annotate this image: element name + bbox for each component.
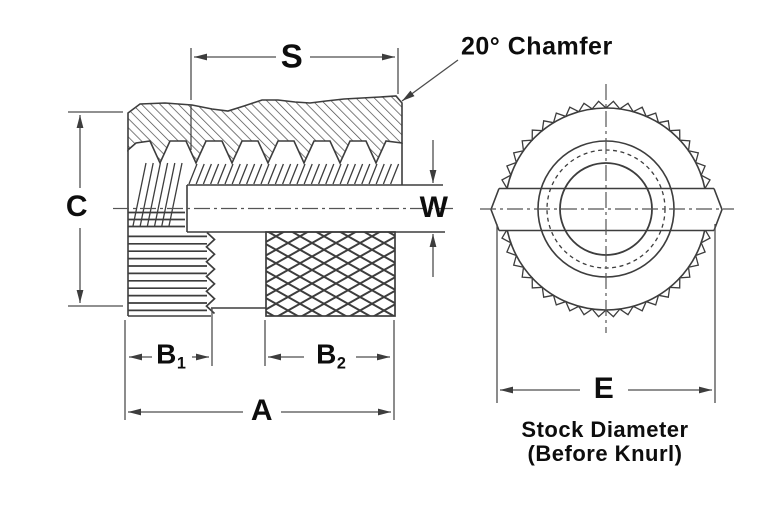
dim-label-s: S	[280, 37, 304, 75]
dim-a	[124, 320, 395, 420]
dim-c	[68, 111, 123, 307]
dim-label-a: A	[250, 394, 274, 427]
dim-b2	[264, 320, 390, 366]
dim-b1	[129, 308, 213, 366]
chamfer-leader-arrow	[401, 59, 459, 102]
dim-label-b2: B2	[316, 338, 346, 373]
end-view-section	[480, 84, 734, 333]
thread-section-hatch	[127, 95, 403, 165]
internal-thread-lines	[132, 162, 400, 227]
dim-label-e: E	[593, 372, 615, 405]
end-view-caption-line2: (Before Knurl)	[527, 441, 683, 466]
dim-e	[496, 224, 716, 403]
dim-s	[190, 48, 399, 100]
straight-knurl-band	[128, 211, 216, 315]
chamfer-note: 20° Chamfer	[461, 32, 613, 61]
dim-label-w: W	[419, 191, 449, 224]
diamond-knurl-band	[265, 231, 396, 317]
side-view-section	[113, 95, 455, 317]
end-view-caption-line1: Stock Diameter	[521, 417, 689, 442]
dim-label-c: C	[65, 190, 89, 223]
dim-label-b1: B1	[156, 338, 186, 373]
